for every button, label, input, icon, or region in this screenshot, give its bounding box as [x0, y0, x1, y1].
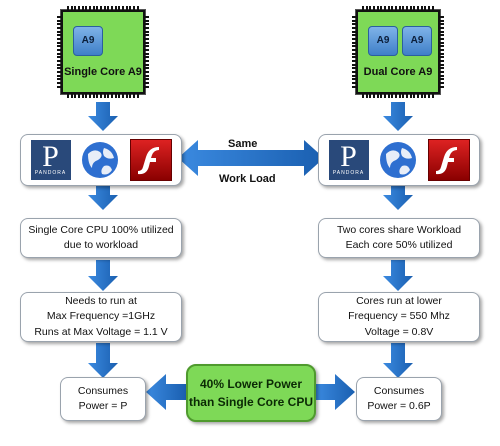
summary-line: 40% Lower Power: [199, 377, 303, 391]
core-a9: A9: [402, 26, 432, 56]
globe-icon: [82, 142, 118, 178]
util-line: due to workload: [63, 239, 139, 251]
right-power-box: Consumes Power = 0.6P: [356, 377, 442, 421]
left-frequency-box: Needs to run at Max Frequency =1GHz Runs…: [20, 292, 182, 342]
arrow-down: [88, 177, 118, 210]
pandora-icon: P PANDORA: [328, 140, 369, 180]
arrow-right: [315, 374, 355, 410]
power-line: Consumes: [77, 384, 129, 397]
power-line: Power = 0.6P: [367, 400, 431, 412]
arrow-down: [88, 102, 118, 131]
arrow-down: [88, 343, 118, 378]
right-utilization-box: Two cores share Workload Each core 50% u…: [318, 218, 480, 258]
summary-box: 40% Lower Power than Single Core CPU: [186, 364, 316, 422]
left-power-box: Consumes Power = P: [60, 377, 146, 421]
same-label: Same: [228, 138, 258, 150]
flash-icon: [129, 139, 172, 181]
power-line: Consumes: [373, 384, 425, 397]
freq-line: Frequency = 550 Mhz: [348, 310, 450, 323]
flash-icon: [427, 139, 470, 181]
util-line: Single Core CPU 100% utilized: [28, 223, 174, 236]
power-line: Power = P: [78, 400, 128, 412]
arrow-down: [88, 260, 118, 291]
util-line: Two cores share Workload: [336, 223, 462, 236]
chip-label: Dual Core A9: [363, 66, 433, 78]
workload-label: Work Load: [219, 173, 276, 185]
pandora-icon: P PANDORA: [30, 140, 71, 180]
arrow-down: [383, 343, 413, 378]
arrow-down: [383, 102, 413, 131]
freq-line: Max Frequency =1GHz: [46, 310, 156, 323]
dual-core-chip: A9 A9 Dual Core A9: [352, 6, 444, 98]
arrow-down: [383, 177, 413, 210]
single-core-chip: A9 Single Core A9: [57, 6, 149, 98]
freq-line: Voltage = 0.8V: [364, 325, 434, 338]
double-arrow: [178, 140, 324, 176]
summary-line: than Single Core CPU: [188, 395, 313, 409]
left-utilization-box: Single Core CPU 100% utilized due to wor…: [20, 218, 182, 258]
util-line: Each core 50% utilized: [345, 239, 453, 251]
right-apps-box: P PANDORA: [318, 134, 480, 186]
arrow-left: [146, 374, 186, 410]
core-a9: A9: [368, 26, 398, 56]
freq-line: Runs at Max Voltage = 1.1 V: [34, 325, 168, 338]
right-frequency-box: Cores run at lower Frequency = 550 Mhz V…: [318, 292, 480, 342]
freq-line: Needs to run at: [65, 295, 137, 308]
chip-label: Single Core A9: [64, 66, 142, 78]
arrow-down: [383, 260, 413, 291]
core-a9: A9: [73, 26, 103, 56]
globe-icon: [380, 142, 416, 178]
left-apps-box: P PANDORA: [20, 134, 182, 186]
freq-line: Cores run at lower: [356, 295, 442, 308]
